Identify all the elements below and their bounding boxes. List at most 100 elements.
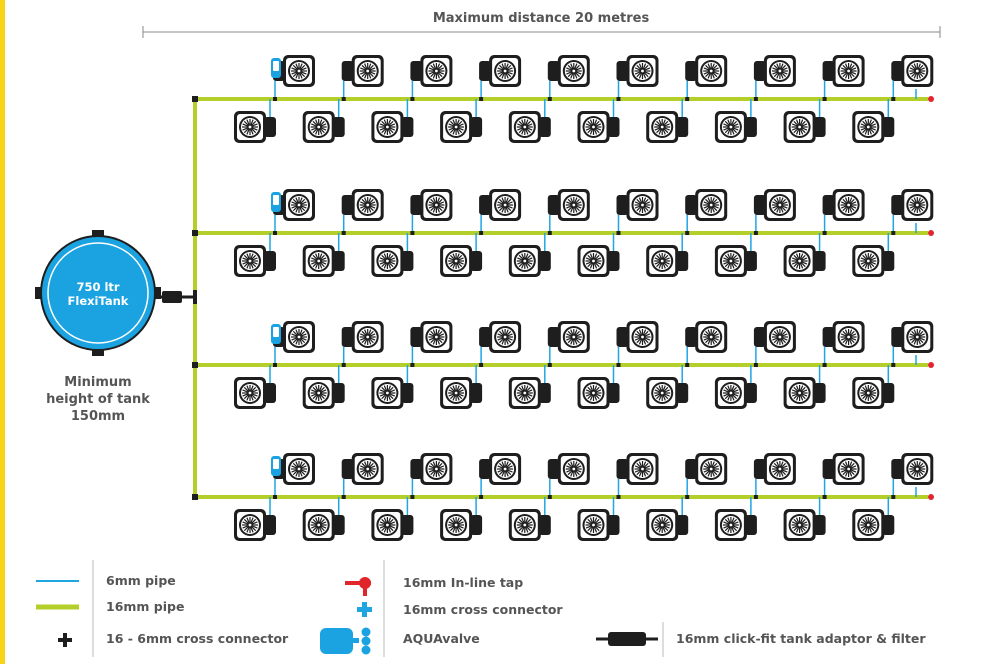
pot-upper xyxy=(410,54,453,88)
red-tap-icon xyxy=(345,577,371,596)
pot-lower xyxy=(782,110,826,144)
pot-tab xyxy=(470,117,483,137)
pot-upper xyxy=(616,188,660,222)
pot-icon xyxy=(557,188,591,222)
pot-icon xyxy=(488,188,522,222)
cross-connector-icon xyxy=(753,495,758,499)
tank-height-note-line2: height of tank xyxy=(46,392,150,407)
pot-tab xyxy=(685,327,698,347)
pot-tab xyxy=(813,515,826,535)
pot-icon xyxy=(576,508,611,542)
pot-tab xyxy=(341,327,354,347)
pot-icon xyxy=(302,376,336,410)
pot-icon xyxy=(763,188,797,222)
row-elbow-connector xyxy=(192,494,198,500)
pot-upper xyxy=(479,452,522,486)
pot-lower xyxy=(233,508,276,542)
pot-icon xyxy=(370,244,404,278)
pot-upper xyxy=(891,54,934,88)
legend-label-tank-adaptor: 16mm click-fit tank adaptor & filter xyxy=(676,631,926,646)
tank-adaptor-icon xyxy=(155,291,195,303)
pot-upper xyxy=(822,452,866,486)
row-elbow-connector xyxy=(192,230,198,236)
cross-connector-icon xyxy=(685,495,690,499)
pot-tab xyxy=(891,459,904,479)
inline-tap-icon xyxy=(928,494,934,500)
legend-label-16mm-pipe: 16mm pipe xyxy=(106,599,184,614)
pot-icon xyxy=(851,110,885,144)
cross-connector-icon xyxy=(616,363,621,367)
page-edge-bar xyxy=(0,0,5,664)
pot-upper xyxy=(616,452,660,486)
pot-icon xyxy=(419,188,453,222)
pot-tab xyxy=(332,383,345,403)
cross-connector-icon xyxy=(822,495,827,499)
pot-icon xyxy=(233,376,267,410)
pot-icon xyxy=(282,452,316,486)
pot-tab xyxy=(538,251,551,271)
pot-icon xyxy=(439,376,473,410)
pot-upper xyxy=(410,320,453,354)
pot-tab xyxy=(410,61,423,81)
pot-lower xyxy=(714,508,757,542)
pot-lower xyxy=(370,110,414,144)
pot-tab xyxy=(744,515,757,535)
pot-icon xyxy=(576,244,611,278)
pot-icon xyxy=(763,320,797,354)
pot-lower xyxy=(645,244,689,278)
pot-lower xyxy=(576,110,620,144)
cross-connector-icon xyxy=(616,231,621,235)
pot-lower xyxy=(508,244,551,278)
pot-icon xyxy=(900,320,934,354)
pot-tab xyxy=(341,195,354,215)
pot-lower xyxy=(851,508,895,542)
cross-connector-icon xyxy=(822,231,827,235)
pot-lower xyxy=(645,376,689,410)
pot-tab xyxy=(753,327,766,347)
pot-upper xyxy=(547,452,591,486)
cross-connector-icon xyxy=(410,231,415,235)
cross-connector-icon xyxy=(685,363,690,367)
pot-lower xyxy=(233,110,276,144)
pot-icon xyxy=(851,508,885,542)
cross-connector-icon xyxy=(341,97,346,101)
pot-icon xyxy=(557,452,591,486)
pot-lower xyxy=(233,376,276,410)
pot-tab xyxy=(753,195,766,215)
pot-upper xyxy=(547,54,591,88)
pot-lower xyxy=(714,244,757,278)
tank-adaptor-legend-icon xyxy=(596,632,658,646)
pot-upper xyxy=(341,188,385,222)
pot-icon xyxy=(439,110,473,144)
pot-upper xyxy=(341,54,385,88)
pot-lower xyxy=(576,244,620,278)
pot-icon xyxy=(439,508,473,542)
pot-tab xyxy=(547,459,560,479)
pot-lower xyxy=(233,244,276,278)
pot-tab xyxy=(616,61,629,81)
pot-tab xyxy=(470,251,483,271)
pot-lower xyxy=(508,376,551,410)
pot-tab xyxy=(676,117,689,137)
cross-connector-icon xyxy=(273,231,277,235)
distance-label: Maximum distance 20 metres xyxy=(433,11,650,26)
pot-icon xyxy=(782,110,817,144)
pot-lower xyxy=(508,110,551,144)
pot-tab xyxy=(341,459,354,479)
pot-lower xyxy=(851,110,895,144)
pot-upper xyxy=(616,54,660,88)
pot-icon xyxy=(900,188,934,222)
pot-icon xyxy=(851,244,885,278)
inline-tap-icon xyxy=(928,96,934,102)
pot-tab xyxy=(538,117,551,137)
pot-tab xyxy=(410,195,423,215)
cross-connector-icon xyxy=(822,97,827,101)
cross-connector-icon xyxy=(547,495,552,499)
pot-tab xyxy=(685,459,698,479)
row-elbow-connector xyxy=(192,362,198,368)
cross-connector-icon xyxy=(479,231,484,235)
pot-row xyxy=(233,452,934,542)
pot-icon xyxy=(508,376,542,410)
pot-tab xyxy=(685,61,698,81)
